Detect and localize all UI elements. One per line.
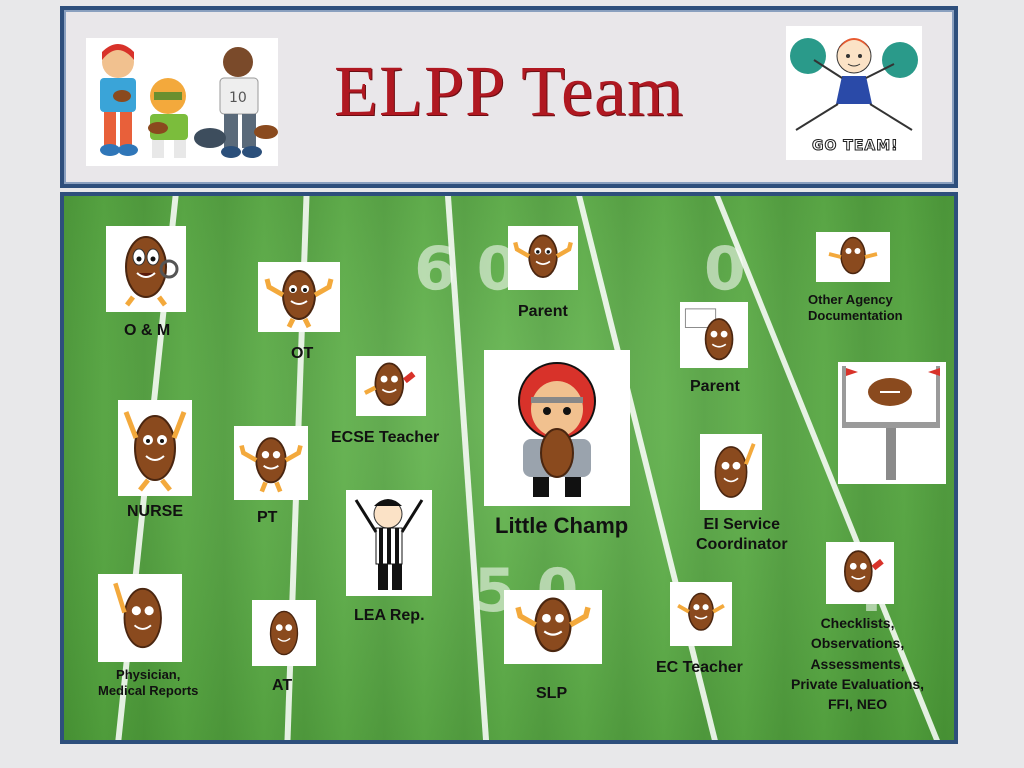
- label-physician: Physician, Medical Reports: [98, 667, 199, 699]
- pt-card: [234, 426, 308, 500]
- checklists-card: [826, 542, 894, 604]
- little-champ-card: [484, 350, 630, 506]
- goalpost-icon: [842, 366, 940, 480]
- label-checklists: Checklists, Observations, Assessments, P…: [791, 615, 925, 713]
- label-ecse: ECSE Teacher: [331, 429, 440, 446]
- ec-teacher-card: [670, 582, 732, 646]
- parent-right-card: [680, 302, 748, 368]
- football-mascot-icon: [269, 610, 299, 656]
- cheerleader-icon: [790, 38, 918, 131]
- football-mascot-icon: [513, 234, 573, 278]
- label-at: AT: [272, 677, 293, 694]
- jersey-number: 10: [229, 90, 247, 106]
- football-mascot-icon: [515, 597, 591, 653]
- football-players-image: 10: [86, 38, 278, 166]
- football-mascot-icon: [844, 550, 884, 593]
- goalpost-card: [838, 362, 946, 484]
- football-mascot-icon: [264, 270, 334, 329]
- om-card: [106, 226, 186, 312]
- referee-icon: [354, 499, 424, 590]
- header-panel: ELPP Team 10: [60, 6, 958, 188]
- football-mascot-icon: [828, 236, 878, 275]
- label-lea: LEA Rep.: [354, 607, 425, 624]
- football-mascot-icon: [684, 308, 734, 361]
- football-mascot-icon: [123, 411, 187, 492]
- label-nurse: NURSE: [127, 503, 184, 520]
- label-pt: PT: [257, 509, 278, 526]
- go-team-text: GO TEAM!: [812, 138, 899, 155]
- other-agency-card: [816, 232, 890, 282]
- nurse-card: [118, 400, 192, 496]
- football-mascot-icon: [113, 582, 162, 649]
- label-ei-service: EI Service Coordinator: [696, 516, 788, 553]
- label-parent-right: Parent: [690, 378, 740, 395]
- slp-card: [504, 590, 602, 664]
- football-mascot-icon: [714, 443, 756, 498]
- label-ot: OT: [291, 345, 314, 362]
- label-ec-teacher: EC Teacher: [656, 659, 743, 676]
- football-mascot-icon: [363, 362, 416, 406]
- lea-card: [346, 490, 432, 596]
- label-om: O & M: [124, 322, 171, 339]
- label-other-agency: Other Agency Documentation: [808, 292, 903, 324]
- label-little-champ: Little Champ: [495, 513, 629, 538]
- football-mascot-icon: [239, 437, 303, 493]
- ei-service-card: [700, 434, 762, 510]
- at-card: [252, 600, 316, 666]
- label-slp: SLP: [536, 685, 568, 702]
- ecse-card: [356, 356, 426, 416]
- physician-card: [98, 574, 182, 662]
- football-player-icon: 10: [100, 44, 278, 158]
- ot-card: [258, 262, 340, 332]
- label-parent-top: Parent: [518, 303, 568, 320]
- football-mascot-icon: [677, 592, 725, 631]
- page-title: ELPP Team: [334, 51, 684, 131]
- football-player-icon: [518, 362, 596, 497]
- football-mascot-icon: [125, 236, 179, 307]
- cheerleader-image: GO TEAM!: [786, 26, 922, 160]
- parent-top-card: [508, 226, 578, 290]
